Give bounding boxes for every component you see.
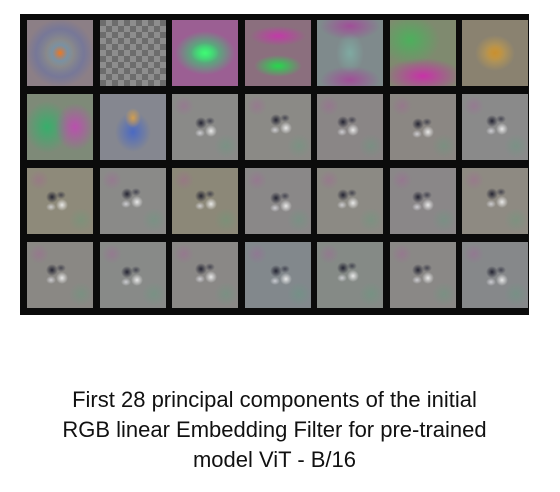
filter-tile [317,168,383,234]
filter-pattern [99,168,166,234]
caption-line-2: RGB linear Embedding Filter for pre-trai… [62,417,487,442]
filter-tile [99,20,166,86]
filter-tile [27,168,93,234]
filter-pattern [317,94,383,160]
filter-tile [462,94,528,160]
filter-tile [27,94,93,160]
filter-pattern [317,168,383,234]
filter-pattern [27,20,93,86]
filter-tile [244,94,311,160]
filter-pattern [462,168,528,234]
filter-tile [244,168,311,234]
filter-tile [244,242,311,308]
filter-pattern [172,242,238,308]
filter-pattern [389,168,456,234]
filter-tile [462,168,528,234]
filter-pattern [172,168,238,234]
filter-tile [389,168,456,234]
caption-line-1: First 28 principal components of the ini… [72,387,477,412]
filter-pattern [27,168,93,234]
filter-pattern [172,94,238,160]
filter-pattern [389,20,456,86]
filter-tile [172,168,238,234]
filter-tile [317,20,383,86]
filter-pattern [27,242,93,308]
filter-tile [99,94,166,160]
filter-tile [27,242,93,308]
filter-tile [389,94,456,160]
filter-pattern [317,242,383,308]
filter-pattern [172,20,238,86]
filter-tile [27,20,93,86]
filter-pattern [244,242,311,308]
filter-tile [172,94,238,160]
filter-pattern [244,94,311,160]
filter-pattern [99,20,166,86]
filter-tile [317,242,383,308]
filter-pattern [317,20,383,86]
filter-pattern [462,242,528,308]
filter-pattern [244,168,311,234]
filter-tile [244,20,311,86]
filter-tile [99,168,166,234]
filter-pattern [99,94,166,160]
filter-tile [317,94,383,160]
filter-tile [99,242,166,308]
filter-tile [462,20,528,86]
filter-tile [172,242,238,308]
filter-tile [389,242,456,308]
figure-caption: First 28 principal components of the ini… [20,385,529,475]
filter-pattern [389,242,456,308]
filter-pattern [389,94,456,160]
filter-pattern [27,94,93,160]
filter-tile [172,20,238,86]
filter-pattern [99,242,166,308]
filter-grid [20,14,529,315]
caption-line-3: model ViT - B/16 [192,447,357,472]
filter-tile [389,20,456,86]
filter-pattern [462,94,528,160]
filter-tile [462,242,528,308]
filter-pattern [462,20,528,86]
filter-pattern [244,20,311,86]
